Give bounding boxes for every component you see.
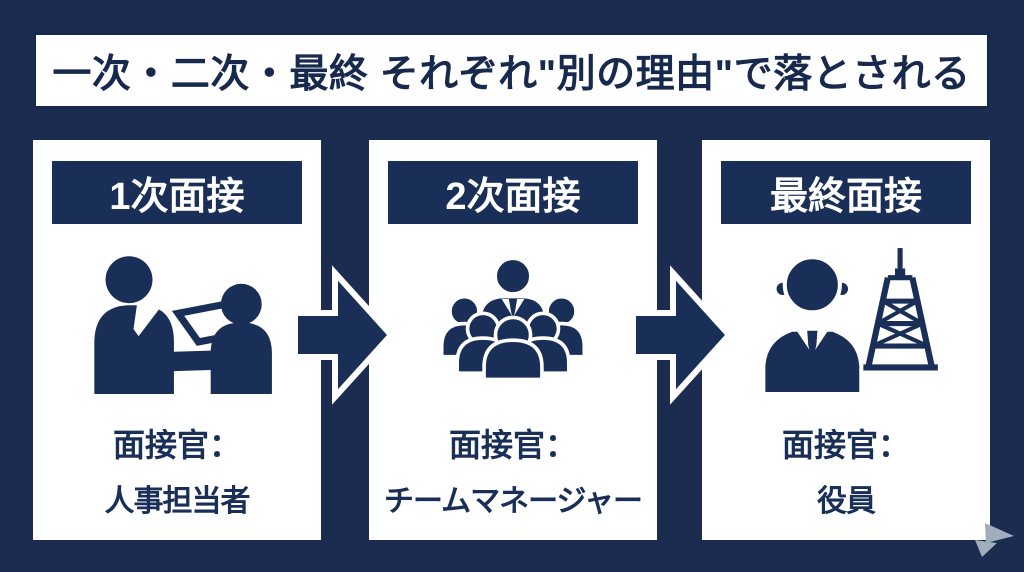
stage-icon-area	[33, 242, 321, 397]
interviewer-label: 面接官：	[112, 427, 241, 463]
interviewer-name: 人事担当者	[104, 485, 251, 518]
stage-title-badge: 2次面接	[388, 161, 638, 224]
stage-card-second-interview: 2次面接 面接官：	[369, 140, 657, 540]
interviewer-name: チームマネージャー	[384, 485, 643, 518]
stage-icon-area	[702, 242, 990, 397]
header-banner: 一次・二次・最終 それぞれ"別の理由"で落とされる	[33, 32, 990, 109]
team-group-icon	[439, 256, 587, 381]
flow-arrow-icon	[630, 265, 734, 405]
interviewer-name: 役員	[817, 485, 876, 518]
tower-icon	[862, 247, 938, 371]
stage-title-badge: 最終面接	[721, 161, 971, 224]
interviewer-handing-document-icon	[94, 255, 272, 394]
stage-title-badge: 1次面接	[52, 161, 302, 224]
watermark-arrow-icon	[975, 523, 1014, 557]
stage-footer: 面接官： 人事担当者	[33, 420, 321, 520]
stage-icon-area	[369, 242, 657, 397]
stage-card-final-interview: 最終面接	[702, 140, 990, 540]
executive-with-tower-icon	[761, 247, 938, 394]
flow-arrow-icon	[292, 265, 396, 405]
interviewer-label: 面接官：	[781, 427, 910, 463]
interviewer-label: 面接官：	[448, 427, 577, 463]
header-title: 一次・二次・最終 それぞれ"別の理由"で落とされる	[52, 52, 971, 96]
stage-footer: 面接官： チームマネージャー	[369, 420, 657, 520]
stage-card-first-interview: 1次面接 面接官： 人事担当者	[33, 140, 321, 540]
stage-footer: 面接官： 役員	[702, 420, 990, 520]
